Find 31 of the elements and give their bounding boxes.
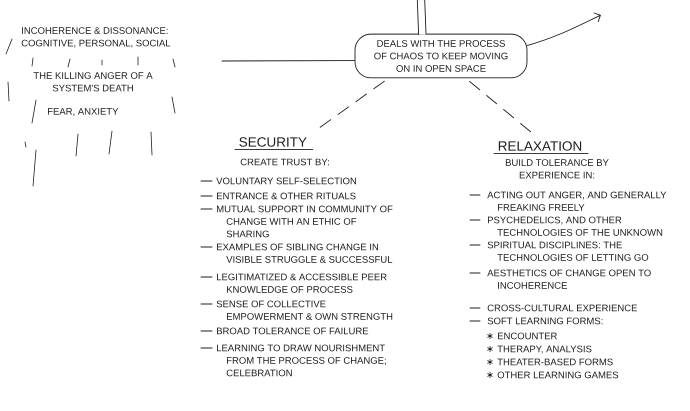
list-item: THEATER-BASED FORMS — [497, 358, 613, 366]
list-item: LEGITIMATIZED & ACCESSIBLE PEER KNOWLEDGE OF PROCESS — [217, 274, 387, 293]
connector-line — [222, 60, 355, 62]
dashed-line — [318, 80, 385, 129]
process-bubble: DEALS WITH THE PROCESS OF CHAOS TO KEEP MOVING ON IN OPEN SPACE — [354, 34, 528, 78]
list-item: PSYCHEDELICS, AND OTHER TECHNOLOGIES OF THE UNKNOWN — [488, 216, 662, 236]
dashed-line — [469, 81, 532, 132]
list-item: CROSS-CULTURAL EXPERIENCE — [488, 304, 638, 312]
list-item: AESTHETICS OF CHANGE OPEN TO INCOHERENCE — [487, 270, 651, 289]
list-item: SENSE OF COLLECTIVE EMPOWERMENT & OWN STRENGTH — [216, 300, 392, 320]
list-item: MUTUAL SUPPORT IN COMMUNITY OF CHANGE WITH AN ETHIC OF SHARING — [217, 206, 392, 238]
list-item: OTHER LEARNING GAMES — [498, 372, 618, 378]
note-text: THE KILLING ANGER OF A SYSTEM'S DEATH — [34, 72, 153, 92]
note-text: INCOHERENCE & DISSONANCE: COGNITIVE, PERSONAL, SOCIAL — [22, 27, 170, 48]
subheading: BUILD TOLERANCE BY EXPERIENCE IN: — [506, 159, 609, 178]
list-item: BROAD TOLERANCE OF FAILURE — [217, 328, 368, 334]
subheading: CREATE TRUST BY: — [240, 158, 329, 166]
note-text: FEAR, ANXIETY — [48, 108, 118, 116]
list-item: ENCOUNTER — [498, 332, 557, 340]
list-item: SOFT LEARNING FORMS: — [488, 318, 602, 324]
double-line — [416, 0, 426, 35]
list-item: SPIRITUAL DISCIPLINES: THE TECHNOLOGIES OF LETTING GO — [488, 242, 648, 261]
column-heading: SECURITY — [234, 137, 314, 150]
list-item: ACTING OUT ANGER, AND GENERALLY FREAKING FREELY — [487, 192, 666, 211]
list-item: VOLUNTARY SELF-SELECTION — [216, 178, 356, 184]
list-item: THERAPY, ANALYSIS — [497, 346, 592, 354]
arrow — [527, 12, 601, 46]
list-item: LEARNING TO DRAW NOURISHMENT FROM THE PROCESS OF CHANGE; CELEBRATION — [217, 344, 386, 376]
list-item: ENTRANCE & OTHER RITUALS — [217, 192, 356, 200]
list-item: EXAMPLES OF SIBLING CHANGE IN VISIBLE STRUGGLE & SUCCESSFUL — [217, 244, 392, 263]
column-heading: RELAXATION — [494, 141, 588, 154]
